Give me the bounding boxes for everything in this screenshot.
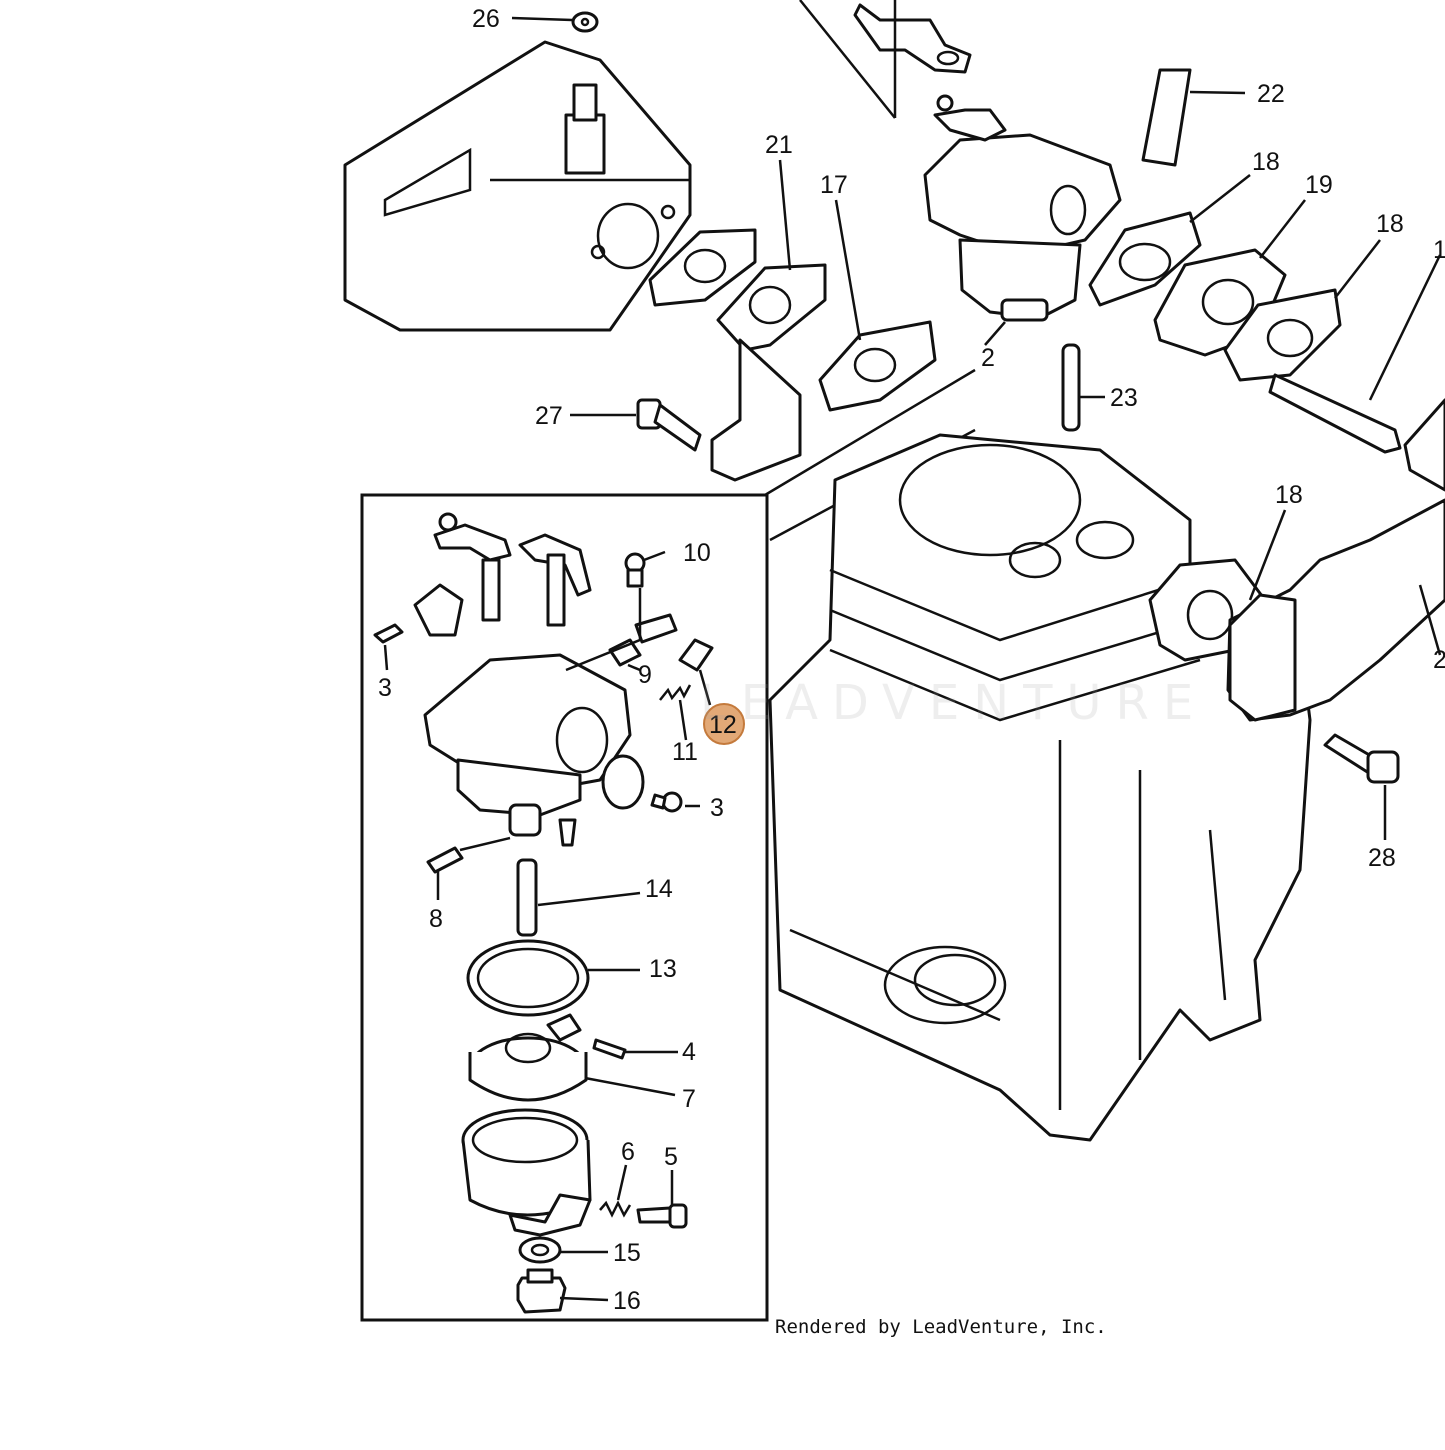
callout-11[interactable]: 11 xyxy=(672,738,698,766)
stud-1 xyxy=(1268,373,1402,454)
screw-12 xyxy=(678,638,714,672)
manifold-right xyxy=(1403,398,1445,492)
callout-6[interactable]: 6 xyxy=(621,1138,635,1166)
washer-26 xyxy=(571,11,599,33)
spring-6 xyxy=(599,1200,632,1218)
engine-block xyxy=(768,433,1312,1142)
bolt-28 xyxy=(1323,733,1400,784)
gasket-18-lower xyxy=(1223,288,1342,382)
callout-18-c[interactable]: 18 xyxy=(1275,481,1303,509)
callout-1[interactable]: 1 xyxy=(1433,236,1445,264)
callout-7[interactable]: 7 xyxy=(682,1085,696,1113)
callout-4[interactable]: 4 xyxy=(682,1038,696,1066)
pin-23 xyxy=(1061,343,1081,432)
nozzle-14 xyxy=(516,858,538,937)
gasket-13 xyxy=(466,939,590,1017)
breather-tube xyxy=(564,83,606,175)
callout-13[interactable]: 13 xyxy=(649,955,677,983)
callout-19[interactable]: 19 xyxy=(1305,171,1333,199)
throttle-plate xyxy=(413,583,464,637)
spacer-21 xyxy=(710,263,827,482)
callout-9[interactable]: 9 xyxy=(638,661,652,689)
callout-labels: 26 22 21 17 18 19 18 1 2 23 27 18 2 10 9… xyxy=(378,5,1445,1315)
callout-2-a[interactable]: 2 xyxy=(981,344,995,372)
callout-8[interactable]: 8 xyxy=(429,905,443,933)
gasket-17 xyxy=(818,320,937,412)
callout-2-b[interactable]: 2 xyxy=(1433,646,1445,674)
watermark-text: LEADVENTURE xyxy=(700,675,1208,731)
screw-8 xyxy=(426,846,464,874)
choke-bracket xyxy=(799,0,972,119)
callout-14[interactable]: 14 xyxy=(645,875,673,903)
bolt-16 xyxy=(516,1268,567,1314)
carburetor-body xyxy=(423,653,632,847)
callout-28[interactable]: 28 xyxy=(1368,844,1396,872)
choke-lever xyxy=(518,533,592,627)
screw-9 xyxy=(608,613,678,667)
screw-10 xyxy=(624,552,646,588)
callout-16[interactable]: 16 xyxy=(613,1287,641,1315)
float-7 xyxy=(468,1013,588,1102)
choke-plate-3 xyxy=(601,754,645,810)
manifold-2 xyxy=(1226,498,1445,722)
screw-3-right xyxy=(650,791,683,813)
callout-5[interactable]: 5 xyxy=(664,1143,678,1171)
callout-18-a[interactable]: 18 xyxy=(1252,148,1280,176)
throttle-lever xyxy=(433,512,512,622)
callout-26[interactable]: 26 xyxy=(472,5,500,33)
gasket-18-upper xyxy=(1088,211,1202,307)
air-cleaner-housing xyxy=(343,40,692,332)
callout-21[interactable]: 21 xyxy=(765,131,793,159)
callout-22[interactable]: 22 xyxy=(1257,80,1285,108)
render-credit: Rendered by LeadVenture, Inc. xyxy=(775,1316,1107,1338)
callout-17[interactable]: 17 xyxy=(820,171,848,199)
pin-4 xyxy=(592,1038,627,1060)
washer-15 xyxy=(518,1236,562,1264)
fuel-line-22 xyxy=(1141,68,1192,167)
spring-11 xyxy=(659,684,692,701)
screw-3-left xyxy=(373,623,404,644)
callout-12[interactable]: 12 xyxy=(709,711,737,739)
gasket-upper xyxy=(648,228,757,307)
callout-27[interactable]: 27 xyxy=(535,402,563,430)
callout-15[interactable]: 15 xyxy=(613,1239,641,1267)
highlight-marker[interactable] xyxy=(703,703,745,745)
callout-3-right[interactable]: 3 xyxy=(710,794,724,822)
screw-5 xyxy=(636,1203,688,1229)
carburetor-upper xyxy=(923,94,1122,322)
callout-23[interactable]: 23 xyxy=(1110,384,1138,412)
callout-18-b[interactable]: 18 xyxy=(1376,210,1404,238)
leader-lines xyxy=(383,16,1442,1302)
inset-frame xyxy=(360,493,769,1322)
callout-3-left[interactable]: 3 xyxy=(378,674,392,702)
float-bowl xyxy=(461,1108,592,1237)
callout-10[interactable]: 10 xyxy=(683,539,711,567)
bolt-27 xyxy=(636,398,702,452)
